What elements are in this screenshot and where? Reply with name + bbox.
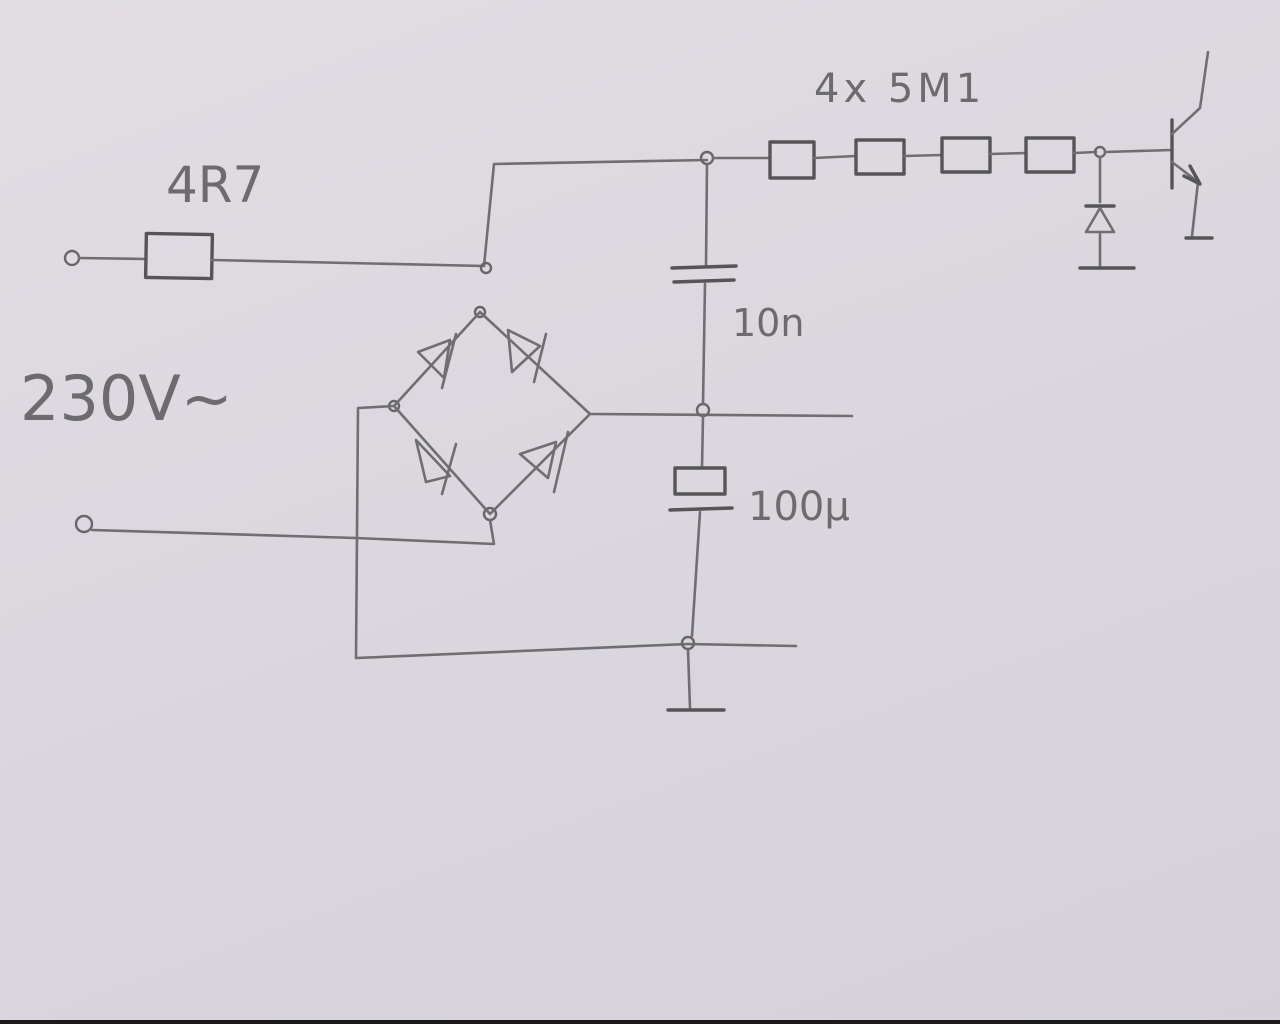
wire-chain-to-node xyxy=(1072,150,1098,155)
resistor-5m1-4 xyxy=(1024,136,1076,174)
bridge-outline xyxy=(392,310,592,516)
wire-rail-to-10n xyxy=(704,162,709,268)
node-bridge-top-corner xyxy=(473,305,487,319)
wire-to-transistor-base xyxy=(1103,148,1174,154)
wire-dc-output xyxy=(588,412,854,418)
wire-dc-to-100u xyxy=(700,414,705,470)
node-bridge-top xyxy=(479,261,493,275)
wire-chain-1-2 xyxy=(812,154,858,160)
wire-ground-return xyxy=(354,404,798,660)
wire-resistor-to-bridge xyxy=(210,258,486,268)
diode-base-clamp xyxy=(1084,204,1116,234)
resistor-5m1-1 xyxy=(768,140,816,180)
label-4r7: 4R7 xyxy=(166,156,264,214)
wire-chain-3-4 xyxy=(988,151,1028,156)
wire-10n-to-dc xyxy=(701,282,707,406)
wire-ac-bottom xyxy=(90,518,496,546)
ac-terminal-bottom xyxy=(74,514,94,534)
resistor-5m1-2 xyxy=(854,138,906,176)
wire-input-left xyxy=(77,256,148,261)
rectifier-bridge xyxy=(387,305,592,522)
diode-top-left xyxy=(416,332,458,390)
wire-100u-to-ground xyxy=(690,510,702,638)
capacitor-100u-plate xyxy=(668,506,734,512)
transistor-icon xyxy=(1170,50,1210,238)
capacitor-100u xyxy=(673,466,727,496)
diode-top-right xyxy=(506,328,548,384)
wire-bridge-top-to-rail xyxy=(482,158,709,268)
resistor-5m1-3 xyxy=(940,136,992,174)
resistor-4r7 xyxy=(143,231,215,281)
label-100u: 100µ xyxy=(748,484,850,530)
label-10n: 10n xyxy=(732,301,804,345)
wire-to-ground-symbol xyxy=(686,648,692,710)
diode-bottom-left xyxy=(414,438,458,496)
label-4x-5m1: 4x 5M1 xyxy=(814,66,985,112)
label-230v: 230V~ xyxy=(20,362,233,435)
ac-terminal-top xyxy=(63,249,81,267)
diode-bottom-right xyxy=(518,430,570,494)
capacitor-10n xyxy=(670,264,738,284)
node-hv-rail xyxy=(699,150,715,166)
wire-chain-2-3 xyxy=(902,153,944,158)
